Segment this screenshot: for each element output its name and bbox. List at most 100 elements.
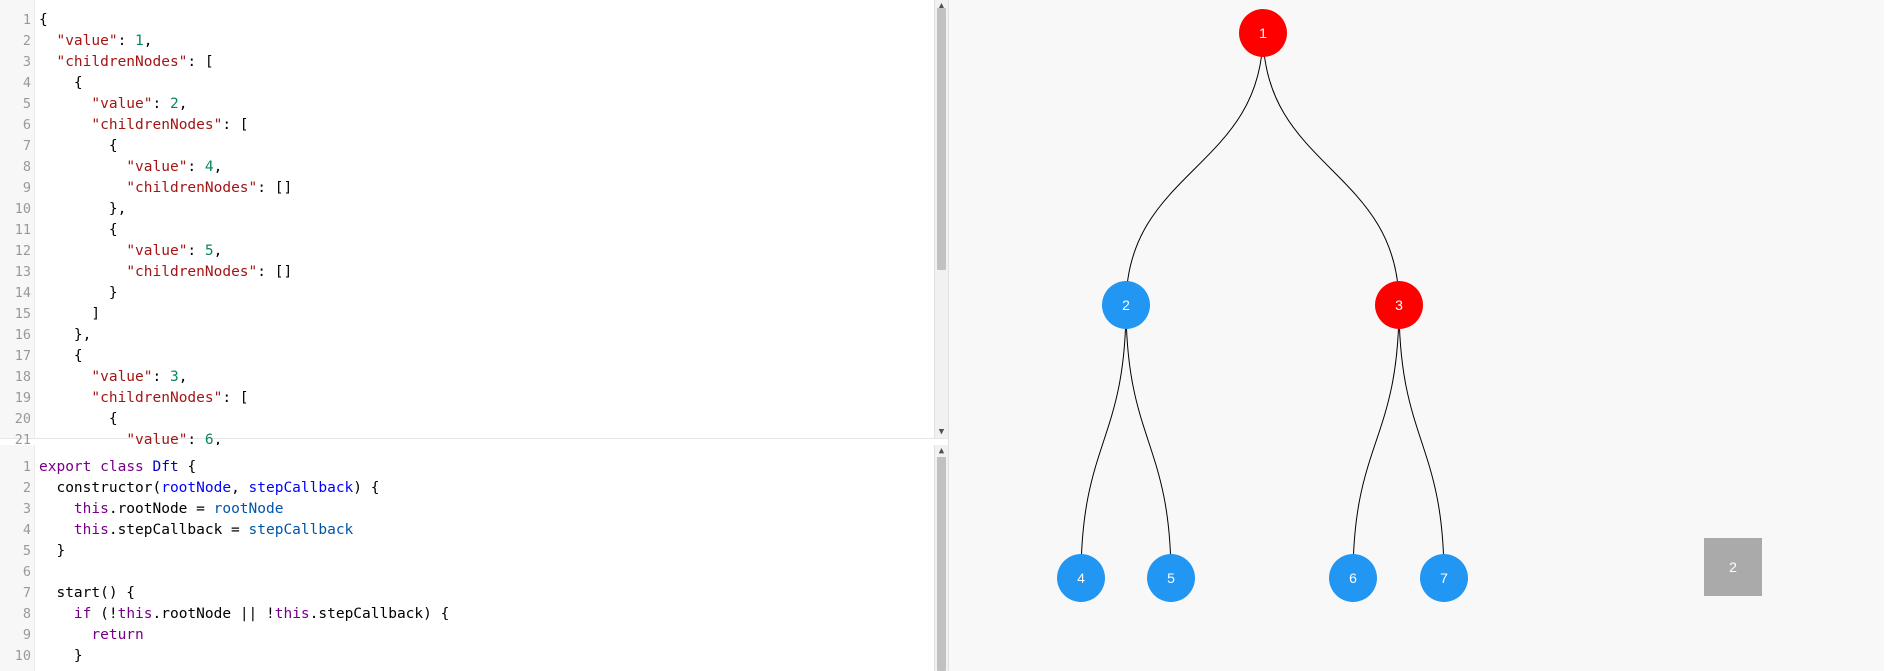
line-number: 21 (14, 432, 31, 448)
code-text: "value": 6, (31, 430, 222, 451)
code-token: } (39, 285, 118, 301)
code-line[interactable]: 21 "value": 6, (0, 430, 934, 451)
code-token: "value" (91, 96, 153, 112)
code-line[interactable]: 5 "value": 2, (0, 94, 934, 115)
code-token (39, 627, 91, 643)
code-token: : [ (222, 390, 249, 406)
code-line[interactable]: 12 "value": 5, (0, 241, 934, 262)
line-number: 8 (22, 606, 31, 622)
code-text (31, 562, 39, 583)
code-token: { (39, 138, 118, 154)
code-line[interactable]: 10 }, (0, 199, 934, 220)
code-line[interactable]: 19 "childrenNodes": [ (0, 388, 934, 409)
code-token: : (152, 96, 170, 112)
code-line[interactable]: 17 { (0, 346, 934, 367)
line-number: 7 (22, 585, 31, 601)
code-line[interactable]: 8 "value": 4, (0, 157, 934, 178)
code-token (144, 459, 153, 475)
line-number: 15 (14, 306, 31, 322)
tree-node-3: 3 (1375, 281, 1423, 329)
code-token: }, (39, 327, 92, 343)
code-token (39, 117, 91, 133)
line-number: 14 (14, 285, 31, 301)
tree-node-5: 5 (1147, 554, 1195, 602)
code-line[interactable]: 3 "childrenNodes": [ (0, 52, 934, 73)
code-token: , (213, 159, 223, 175)
code-line[interactable]: 7 { (0, 136, 934, 157)
code-text: }, (31, 199, 126, 220)
line-number: 8 (22, 159, 31, 175)
line-number: 4 (22, 75, 31, 91)
code-line[interactable]: 18 "value": 3, (0, 367, 934, 388)
code-token: } (39, 543, 66, 559)
code-line[interactable]: 11 { (0, 220, 934, 241)
scroll-down-arrow-icon[interactable]: ▼ (938, 427, 945, 437)
code-token: stepCallback (248, 480, 354, 496)
code-token: 6 (204, 432, 214, 448)
line-number: 6 (22, 117, 31, 133)
line-number: 6 (22, 564, 31, 580)
code-token: 3 (169, 369, 179, 385)
code-line[interactable]: 10 } (0, 646, 934, 667)
tree-edge-n3-n7 (1398, 304, 1445, 579)
code-token (39, 390, 91, 406)
code-line[interactable]: 5 } (0, 541, 934, 562)
scroll-up-arrow-icon[interactable]: ▲ (938, 446, 945, 456)
code-line[interactable]: 2 "value": 1, (0, 31, 934, 52)
code-token: : [ (222, 117, 249, 133)
code-line[interactable]: 4 this.stepCallback = stepCallback (0, 520, 934, 541)
code-token (39, 243, 126, 259)
code-token: } (39, 648, 83, 664)
code-line[interactable]: 15 ] (0, 304, 934, 325)
json-editor-scrollbar[interactable]: ▲ ▼ (934, 0, 948, 438)
code-line[interactable]: 7 start() { (0, 583, 934, 604)
scroll-up-arrow-icon[interactable]: ▲ (938, 1, 945, 11)
code-text: } (31, 283, 118, 304)
code-text: { (31, 409, 118, 430)
code-text: this.rootNode = rootNode (31, 499, 284, 520)
code-line[interactable]: 16 }, (0, 325, 934, 346)
code-line[interactable]: 14 } (0, 283, 934, 304)
code-line[interactable]: 8 if (!this.rootNode || !this.stepCallba… (0, 604, 934, 625)
code-line[interactable]: 6 "childrenNodes": [ (0, 115, 934, 136)
code-token: "childrenNodes" (56, 54, 188, 70)
code-line[interactable]: 9 "childrenNodes": [] (0, 178, 934, 199)
code-text: { (31, 10, 48, 31)
code-token: this (274, 606, 310, 622)
tree-node-label: 6 (1349, 570, 1357, 586)
code-token: { (178, 459, 197, 475)
js-editor-scrollbar[interactable]: ▲ (934, 445, 948, 671)
code-token (39, 180, 126, 196)
code-token (39, 522, 74, 538)
code-token: : (187, 432, 205, 448)
json-scroll-thumb[interactable] (937, 8, 946, 270)
json-code-lines[interactable]: 1{2 "value": 1,3 "childrenNodes": [4 {5 … (0, 10, 934, 451)
code-line[interactable]: 1{ (0, 10, 934, 31)
code-token: , (213, 432, 223, 448)
code-line[interactable]: 9 return (0, 625, 934, 646)
code-text: }, (31, 325, 91, 346)
code-text: export class Dft { (31, 457, 196, 478)
tree-node-label: 1 (1259, 25, 1267, 41)
code-line[interactable]: 2 constructor(rootNode, stepCallback) { (0, 478, 934, 499)
line-number: 5 (22, 543, 31, 559)
code-line[interactable]: 4 { (0, 73, 934, 94)
code-token: class (100, 459, 144, 475)
line-number: 1 (22, 459, 31, 475)
code-text: "childrenNodes": [] (31, 178, 292, 199)
js-scroll-thumb[interactable] (937, 457, 946, 671)
code-line[interactable]: 3 this.rootNode = rootNode (0, 499, 934, 520)
json-editor[interactable]: 1{2 "value": 1,3 "childrenNodes": [4 {5 … (0, 0, 948, 448)
code-text: ] (31, 304, 100, 325)
code-text: "value": 3, (31, 367, 187, 388)
tree-node-label: 2 (1122, 297, 1130, 313)
code-token: 4 (204, 159, 214, 175)
code-line[interactable]: 6 (0, 562, 934, 583)
code-token: .rootNode = (108, 501, 214, 517)
code-token: : [ (187, 54, 214, 70)
code-line[interactable]: 13 "childrenNodes": [] (0, 262, 934, 283)
code-line[interactable]: 20 { (0, 409, 934, 430)
